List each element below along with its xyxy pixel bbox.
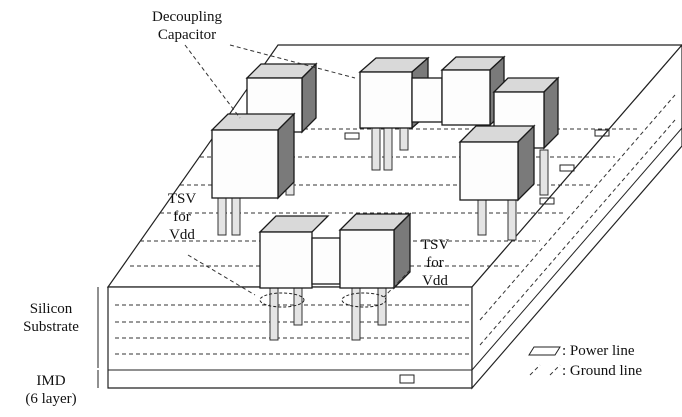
imd-line2: (6 layer) [25,391,77,407]
tsv-vdd-left-label: TSV for Vdd [162,190,202,244]
capacitor-block-left-front [210,112,296,200]
legend-symbols [528,346,561,376]
decoupling-line1: Decoupling [152,9,222,25]
silicon-substrate-label: Silicon Substrate [8,300,94,336]
tsv-left-line1: TSV [167,191,197,207]
tsv-left-line3: Vdd [169,227,195,243]
decoupling-capacitor-label: Decoupling Capacitor [142,8,232,44]
imd-label: IMD (6 layer) [8,372,94,408]
tsv-pillars [217,119,549,341]
decoupling-line2: Capacitor [157,27,217,43]
tsv-left-line2: for [173,209,191,225]
ground-line-swatch-a [529,364,541,376]
imd-line1: IMD [36,373,66,389]
legend-ground-line: : Ground line [562,363,642,379]
silicon-line2: Substrate [23,319,79,335]
power-line-swatch [528,346,561,356]
legend-power-line: : Power line [562,343,635,359]
silicon-line1: Silicon [29,301,73,317]
tsv-right-line3: Vdd [422,273,448,289]
leader-arrows [184,44,411,298]
capacitor-block-right-front [458,124,536,202]
tsv-vdd-right-label: TSV for Vdd [415,236,455,290]
power-pads [344,129,610,384]
tsv-right-line2: for [426,255,444,271]
ground-line-swatch-b [549,364,561,376]
tsv-right-line1: TSV [420,237,450,253]
capacitor-block-front-center [258,212,412,290]
